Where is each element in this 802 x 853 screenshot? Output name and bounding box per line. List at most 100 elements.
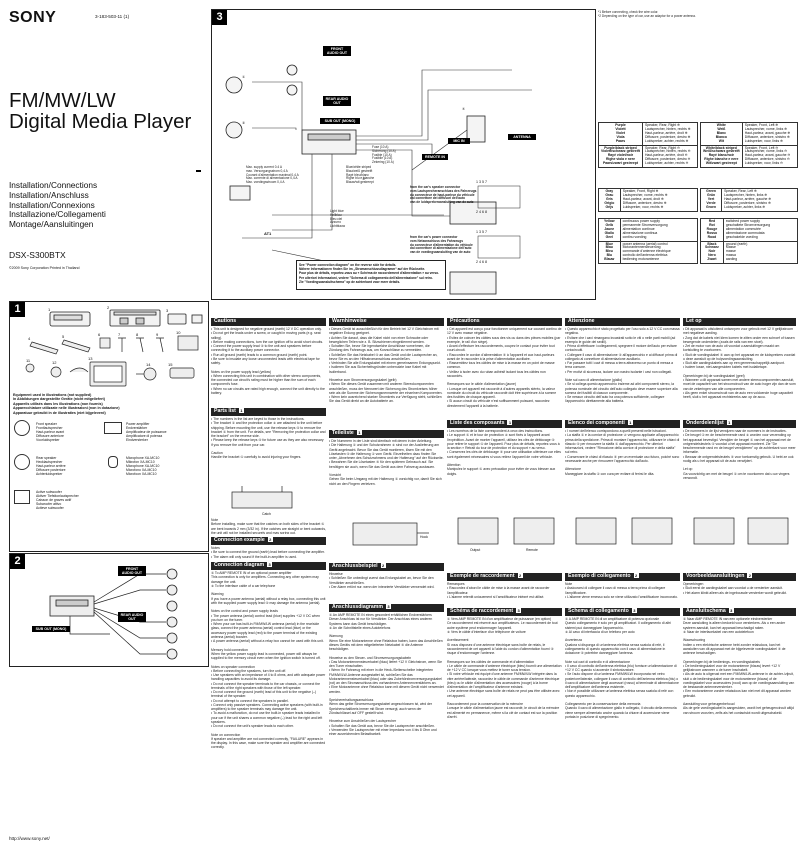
connection-example-text-fr: Remarques • Raccordez d'abord le câble d… — [447, 582, 550, 598]
connection-diagram-text-en: ① To AMP REMOTE IN of an optional power … — [211, 571, 326, 750]
wire-function: ground (earth) Masse masse massa aarding — [722, 240, 799, 265]
language-item: Installation/Anschluss — [9, 189, 89, 200]
svg-text:1 3 5 7: 1 3 5 7 — [476, 230, 487, 234]
speaker-icon — [14, 454, 30, 470]
svg-text:②: ② — [242, 121, 246, 125]
parts-text-nl: • De nummers in de lijst verwijzen naar … — [683, 429, 796, 480]
svg-text:12: 12 — [52, 360, 57, 365]
connection-diagram-text-fr: ① Vers AMP REMOTE IN d'un amplificateur … — [447, 617, 562, 719]
equipment-title-line: Appareils utilisés dans les illustration… — [13, 401, 103, 406]
max-supply-label: Max. supply current 0.4 A max. Versorgun… — [246, 165, 299, 185]
parts-text-de: • Die Nummern in der Liste sind identisc… — [329, 439, 444, 486]
tick-mark — [196, 170, 201, 172]
equipment-title-line: Apparatuur gebruikt in de illustraties (… — [13, 410, 106, 415]
output-remote-illustration — [457, 517, 555, 545]
parts-text-it: • I numeri dell'elenco corrispondono a q… — [565, 429, 680, 476]
wire-color: Gray Grau Gris Grigio Grijs — [598, 188, 621, 212]
wire-color: Green Grün Vert Verde Groen — [699, 188, 723, 212]
brand-logo: SONY — [9, 9, 57, 26]
cautions-text-it: • Questo apparecchio è stato progettato … — [565, 327, 680, 404]
section-header-cautions-it: Attenzione — [565, 318, 680, 326]
output-label: Output — [470, 548, 481, 552]
mic-in-label: MIC IN — [448, 138, 470, 144]
figure-number: 3 — [212, 10, 227, 25]
wire-color: Purple/black striped Violett/schwarz ges… — [598, 144, 643, 169]
wire-function: power antenna (aerial) control Motorante… — [619, 240, 699, 265]
wire-function: Speaker, Rear, Right ⊕ Lautsprecher, hin… — [641, 122, 699, 146]
hook-illustration-nl — [693, 517, 789, 545]
wiring-diagram: 1 3 5 72 4 6 8 1 3 5 72 4 6 8 ①②③ ④ — [225, 64, 532, 295]
language-item: Installation/Connexions — [9, 199, 95, 210]
figure-number: 2 — [10, 554, 25, 569]
fuse-label: Fuse (10 A) Sicherung (10 A) Fusible (10… — [372, 145, 396, 165]
svg-text:5: 5 — [62, 334, 65, 339]
rear-audio-out-label: REAR AUDIO OUT — [118, 612, 146, 622]
table-row: Purple/black striped Violett/schwarz ges… — [598, 144, 699, 169]
copyright: ©2009 Sony Corporation Printed in Thaila… — [9, 266, 80, 270]
at1-label: AT1 — [264, 231, 272, 236]
cautions-text-fr: • Cet appareil est conçu pour fonctionne… — [447, 327, 562, 408]
svg-text:15: 15 — [168, 362, 173, 367]
light-blue-label: Light blue Hellblau Bleu ciel Azzurro Li… — [330, 209, 346, 229]
wire-function: Speaker, Front, Left ⊖ Lautsprecher, vor… — [741, 144, 799, 169]
svg-text:④: ④ — [462, 107, 466, 111]
connection-example-text-en: Notes • Be sure to connect the ground (e… — [211, 546, 325, 559]
svg-text:1 3 5 7: 1 3 5 7 — [476, 180, 487, 184]
wire-color: Blue Blau Bleu Blu Blauw — [598, 240, 621, 265]
svg-text:2: 2 — [107, 305, 110, 310]
wire-function: Speaker, Front, Left ⊕ Lautsprecher, vor… — [741, 122, 799, 146]
section-header-cautions-fr: Précautions — [447, 318, 562, 326]
language-item: Installation/Connections — [9, 180, 98, 190]
svg-text:7: 7 — [118, 332, 121, 337]
wire-color: White Weiß Blanc Bianco Wit — [700, 122, 743, 146]
cautions-text-nl: • Dit apparaat is uitsluitend ontworpen … — [683, 327, 796, 399]
front-audio-out-label: FRONT AUDIO OUT — [323, 46, 351, 56]
language-item: Installazione/Collegamenti — [9, 209, 106, 220]
front-audio-out-label: FRONT AUDIO OUT — [118, 566, 146, 576]
equipment-title: Equipment used in illustrations (not sup… — [13, 393, 205, 415]
output-remote-illustration-it — [575, 517, 673, 545]
svg-text:13: 13 — [88, 356, 93, 361]
connection-example-text-de: Hinweise • Schließen Sie unbedingt zuers… — [329, 572, 435, 588]
blue-white-label: Blue/white striped Blau/weiß gestreift R… — [346, 165, 375, 185]
model-number: DSX-S300BTX — [9, 250, 66, 260]
remote-label: Remote — [526, 548, 538, 552]
sub-out-label: SUB OUT (MONO) — [32, 626, 70, 632]
car-power-connector-label: from the car's power connector vom Netza… — [410, 235, 473, 255]
connection-diagram-text-nl: ① Naar AMP REMOTE IN van een optionele e… — [683, 617, 795, 715]
wire-function: Speaker, Rear, Right ⊖ Lautsprecher, hin… — [641, 144, 699, 169]
microphone-icon — [108, 456, 118, 468]
connection-example-text-it: Note • Assicurarsi di collegare il cavo … — [565, 582, 678, 598]
wire-function: Speaker, Rear, Left ⊕ Lautsprecher, hint… — [721, 188, 798, 212]
power-diagram-note: See "Power connection diagram" on the re… — [296, 260, 446, 290]
cautions-text-en: • This unit is designed for negative gro… — [211, 327, 325, 395]
svg-text:8: 8 — [136, 332, 139, 337]
svg-text:2 4 6 8: 2 4 6 8 — [476, 260, 487, 264]
title-line: Digital Media Player — [9, 110, 192, 133]
rear-audio-out-label: REAR AUDIO OUT — [323, 96, 351, 106]
wire-color: Purple Violett Violet Viola Paars — [598, 122, 643, 146]
svg-text:11: 11 — [26, 358, 31, 363]
